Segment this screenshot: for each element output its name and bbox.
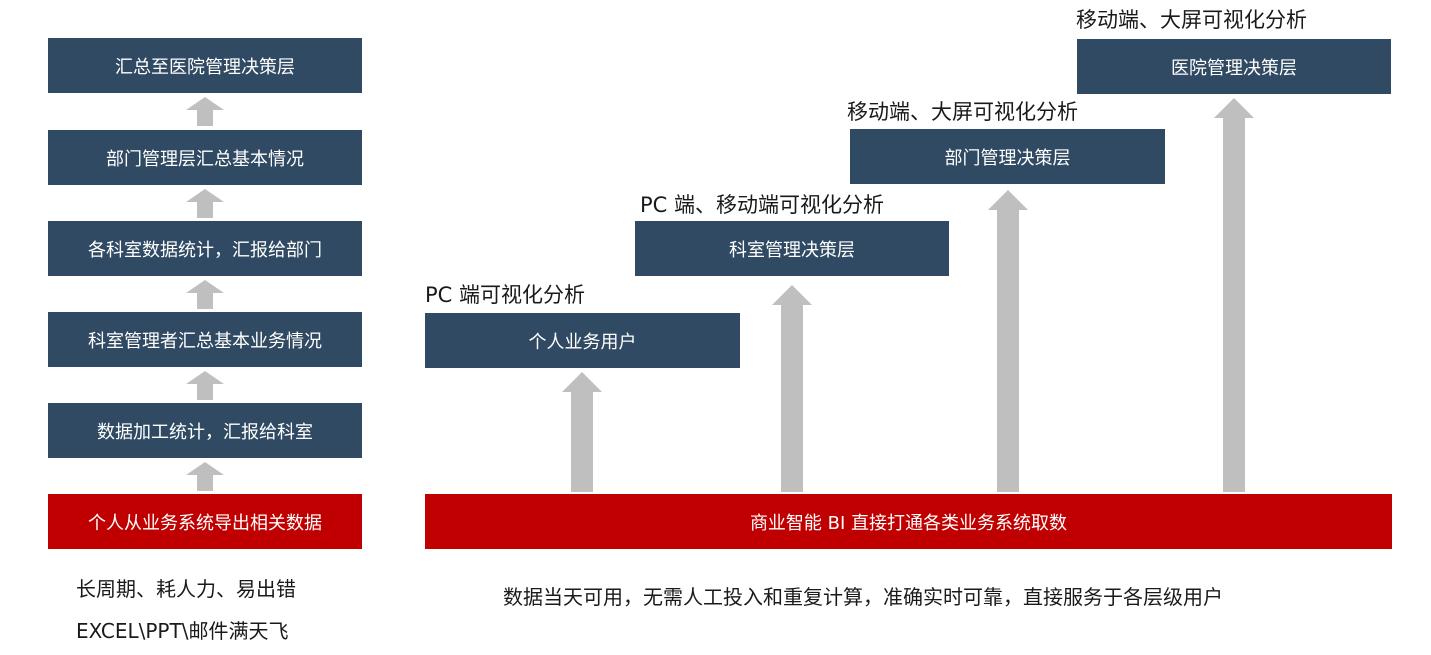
left-step-box: 各科室数据统计，汇报给部门 bbox=[48, 221, 362, 276]
level-box: 部门管理决策层 bbox=[850, 129, 1165, 184]
level-box: 科室管理决策层 bbox=[635, 221, 949, 276]
left-step-box: 部门管理层汇总基本情况 bbox=[48, 130, 362, 185]
right-base-box: 商业智能 BI 直接打通各类业务系统取数 bbox=[425, 494, 1392, 549]
left-base-box: 个人从业务系统导出相关数据 bbox=[48, 494, 362, 549]
left-note-1: 长周期、耗人力、易出错 bbox=[76, 577, 296, 601]
level-label: 科室管理决策层 bbox=[729, 239, 855, 261]
level-caption: PC 端可视化分析 bbox=[425, 283, 586, 307]
left-step-label: 数据加工统计，汇报给科室 bbox=[97, 421, 313, 443]
up-arrow-icon bbox=[1214, 98, 1254, 492]
up-arrow-icon bbox=[186, 97, 224, 126]
up-arrow-icon bbox=[186, 189, 224, 218]
level-caption: PC 端、移动端可视化分析 bbox=[640, 193, 885, 217]
up-arrow-icon bbox=[186, 280, 224, 309]
level-box: 个人业务用户 bbox=[425, 313, 740, 368]
level-caption: 移动端、大屏可视化分析 bbox=[847, 100, 1078, 124]
left-step-label: 汇总至医院管理决策层 bbox=[115, 56, 295, 78]
left-base-label: 个人从业务系统导出相关数据 bbox=[88, 512, 322, 534]
left-note-2: EXCEL\PPT\邮件满天飞 bbox=[76, 619, 289, 643]
up-arrow-icon bbox=[772, 285, 812, 492]
left-step-box: 科室管理者汇总基本业务情况 bbox=[48, 312, 362, 367]
up-arrow-icon bbox=[186, 462, 224, 491]
right-base-label: 商业智能 BI 直接打通各类业务系统取数 bbox=[749, 512, 1068, 534]
left-step-label: 各科室数据统计，汇报给部门 bbox=[88, 239, 322, 261]
left-step-box: 数据加工统计，汇报给科室 bbox=[48, 403, 362, 458]
right-note: 数据当天可用，无需人工投入和重复计算，准确实时可靠，直接服务于各层级用户 bbox=[503, 585, 1223, 609]
left-step-box: 汇总至医院管理决策层 bbox=[48, 38, 362, 93]
up-arrow-icon bbox=[186, 371, 224, 400]
up-arrow-icon bbox=[562, 372, 602, 492]
left-step-label: 部门管理层汇总基本情况 bbox=[106, 148, 304, 170]
up-arrow-icon bbox=[988, 190, 1028, 492]
level-label: 部门管理决策层 bbox=[944, 147, 1071, 169]
left-step-label: 科室管理者汇总基本业务情况 bbox=[88, 330, 322, 352]
level-label: 医院管理决策层 bbox=[1171, 57, 1297, 79]
level-caption: 移动端、大屏可视化分析 bbox=[1076, 8, 1307, 32]
level-label: 个人业务用户 bbox=[528, 331, 637, 353]
level-box: 医院管理决策层 bbox=[1077, 39, 1391, 94]
